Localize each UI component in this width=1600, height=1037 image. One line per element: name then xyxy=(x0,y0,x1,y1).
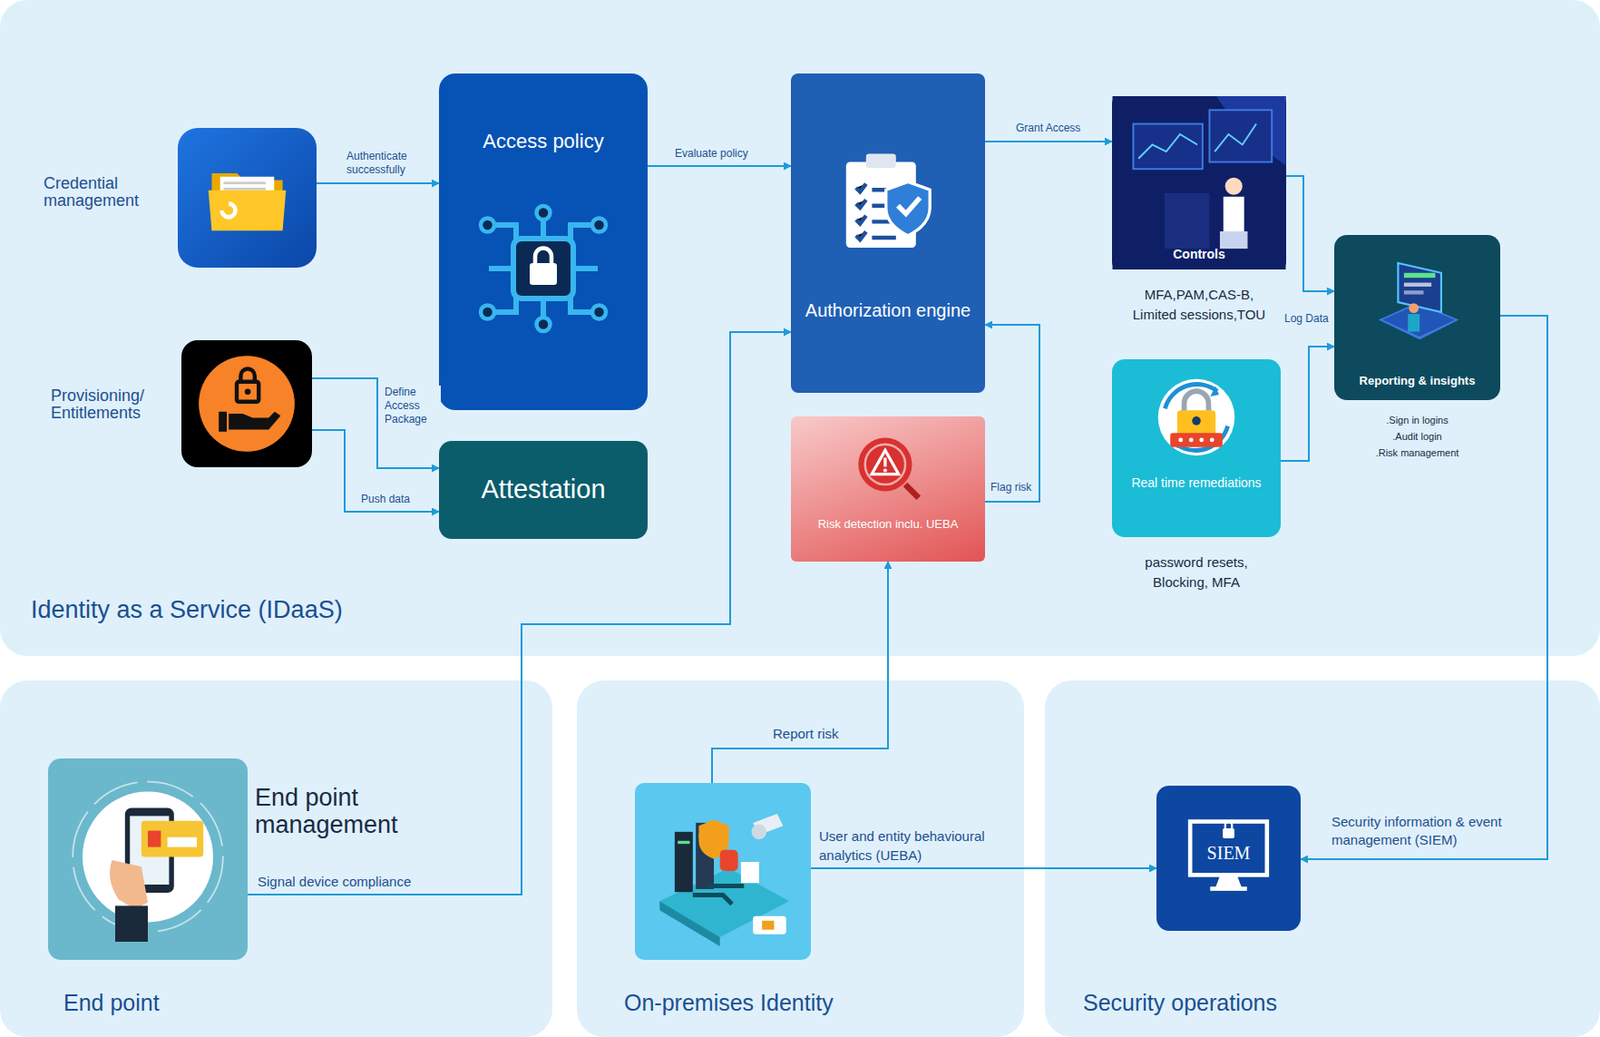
siem-box: SIEMSecurity information & event managem… xyxy=(1156,785,1301,931)
edge-label: Report risk xyxy=(770,724,841,742)
icon xyxy=(1368,245,1467,355)
node-label: End point xyxy=(63,988,160,1016)
remediation-box: Real time remediationspassword resets, B… xyxy=(1112,359,1281,537)
edge-label: Log Data xyxy=(1282,312,1331,326)
node-label: User and entity behavioural analytics (U… xyxy=(819,826,1021,865)
node-label: Provisioning/ Entitlements xyxy=(50,387,178,422)
policy-box: Access policy xyxy=(439,73,648,410)
node-note: .Audit login xyxy=(1334,430,1501,443)
connector xyxy=(810,867,1157,869)
node-label: Identity as a Service (IDaaS) xyxy=(30,595,343,625)
edge-label: Authenticate successfully xyxy=(344,149,432,177)
node-note: .Risk management xyxy=(1334,447,1501,459)
connector xyxy=(312,429,440,512)
node-note: password resets, Blocking, MFA xyxy=(1128,552,1265,593)
icon-box: Credential management xyxy=(177,127,317,268)
edge-label: Flag risk xyxy=(988,480,1034,495)
edge-label: Define Access Package xyxy=(382,385,441,427)
connector xyxy=(316,182,440,185)
node-label: Authorization engine xyxy=(790,300,986,321)
icon xyxy=(851,430,927,506)
risk-box: Risk detection inclu. UEBA xyxy=(790,416,986,562)
reporting-box: Reporting & insights.Sign in logins.Audi… xyxy=(1334,234,1501,400)
attestation-box: Attestation xyxy=(439,440,648,539)
icon-box: End point management xyxy=(48,758,248,960)
region-band: End point End point management xyxy=(0,680,553,1037)
connector xyxy=(247,331,791,895)
connector xyxy=(985,324,1040,502)
node-label: Risk detection inclu. UEBA xyxy=(790,517,986,531)
node-label: Access policy xyxy=(439,129,648,154)
node-label: Reporting & insights xyxy=(1334,373,1501,389)
icon xyxy=(196,353,297,454)
connector xyxy=(1286,175,1335,292)
node-label: SIEM xyxy=(1186,841,1271,864)
icon-box: Provisioning/ Entitlements xyxy=(181,340,313,468)
node-label: Attestation xyxy=(439,473,648,506)
edge-label: Grant Access xyxy=(1014,121,1083,136)
region-band: Security operationsSIEMSecurity informat… xyxy=(1044,680,1600,1037)
node-note: MFA,PAM,CAS-B, Limited sessions,TOU xyxy=(1121,284,1277,325)
node-label: On-premises Identity xyxy=(624,988,834,1016)
connector xyxy=(647,165,791,167)
engine-box: Authorization engine xyxy=(790,73,986,393)
node-label: End point management xyxy=(254,783,450,839)
edge-label: Evaluate policy xyxy=(673,146,751,161)
node-label: Real time remediations xyxy=(1112,475,1281,491)
node-note: .Sign in logins xyxy=(1334,414,1501,427)
connector xyxy=(1300,315,1548,859)
connector xyxy=(985,140,1113,143)
controls-box: ControlsMFA,PAM,CAS-B, Limited sessions,… xyxy=(1112,96,1287,270)
node-note: Security information & event management … xyxy=(1331,812,1522,849)
connector xyxy=(712,561,888,783)
icon xyxy=(475,200,612,337)
icon xyxy=(1112,96,1287,270)
node-label: Credential management xyxy=(43,175,171,210)
node-label: Security operations xyxy=(1082,988,1278,1016)
edge-label: Signal device compliance xyxy=(255,872,413,890)
icon xyxy=(838,138,938,257)
icon-box: User and entity behavioural analytics (U… xyxy=(634,782,811,960)
icon xyxy=(647,795,799,947)
region-band: Identity as a Service (IDaaS) Credential … xyxy=(0,0,1600,656)
icon xyxy=(1152,371,1240,463)
node-label: Controls xyxy=(1112,246,1287,263)
icon xyxy=(204,158,290,237)
icon xyxy=(66,770,230,949)
connector xyxy=(1280,346,1335,461)
edge-label: Push data xyxy=(359,492,412,507)
